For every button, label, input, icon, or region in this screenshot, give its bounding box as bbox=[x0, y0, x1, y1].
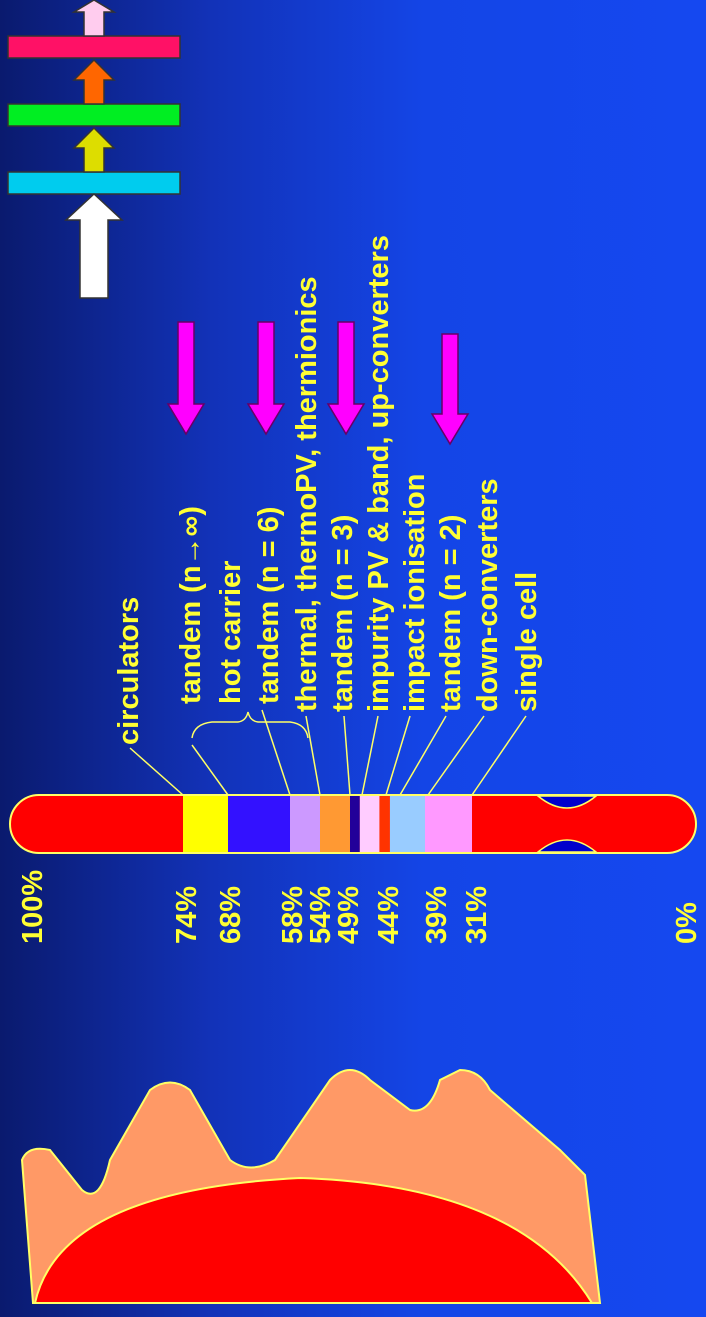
concept-thermal: thermal, thermoPV, thermionics bbox=[291, 276, 323, 712]
efficiency-bar-segments bbox=[183, 796, 472, 852]
tandem-layer-2 bbox=[8, 104, 180, 126]
leader-thermal bbox=[306, 716, 320, 795]
concept-tandem-infinity: tandem (n→∞) bbox=[175, 506, 207, 704]
concept-impurity-pv: impurity PV & band, up-converters bbox=[363, 235, 395, 712]
light-arrow-white bbox=[66, 194, 122, 298]
concept-tandem-6: tandem (n = 6) bbox=[253, 507, 285, 704]
bar-segment-4 bbox=[350, 796, 360, 852]
leader-tandem-infinity bbox=[192, 745, 228, 795]
light-arrow-yellow bbox=[74, 128, 114, 172]
percent-labels: 100% 74% 68% 58% 54% 49% 44% 39% 31% 0% bbox=[17, 870, 703, 944]
leader-tandem-3 bbox=[344, 716, 350, 795]
percent-label-31: 31% bbox=[461, 886, 493, 944]
bar-segment-8 bbox=[425, 796, 472, 852]
leader-circulators bbox=[130, 748, 183, 795]
hot-carrier-brace bbox=[192, 712, 308, 738]
concept-down-converters: down-converters bbox=[472, 478, 504, 712]
percent-label-44: 44% bbox=[373, 886, 405, 944]
percent-label-100: 100% bbox=[17, 870, 49, 944]
concept-circulators: circulators bbox=[113, 597, 145, 745]
percent-label-0: 0% bbox=[671, 902, 703, 944]
concept-impact-ionisation: impact ionisation bbox=[399, 474, 431, 712]
leader-single-cell bbox=[472, 716, 526, 795]
light-arrow-pink bbox=[74, 0, 114, 36]
bar-segment-2 bbox=[290, 796, 320, 852]
concept-labels: circulators tandem (n→∞) hot carrier tan… bbox=[113, 235, 543, 745]
concept-hot-carrier: hot carrier bbox=[215, 561, 247, 704]
bar-segment-0 bbox=[183, 796, 228, 852]
leader-down-converters bbox=[428, 716, 484, 795]
concept-single-cell: single cell bbox=[511, 572, 543, 712]
bar-segment-6 bbox=[379, 796, 389, 852]
efficiency-bar bbox=[10, 795, 696, 853]
magenta-arrow-4 bbox=[432, 334, 468, 444]
bar-segment-7 bbox=[390, 796, 425, 852]
leader-impurity-pv bbox=[362, 716, 378, 795]
solar-spectrum-illustration bbox=[22, 1070, 600, 1303]
percent-label-68: 68% bbox=[215, 886, 247, 944]
magenta-arrow-2 bbox=[248, 322, 284, 434]
tandem-layer-1 bbox=[8, 172, 180, 194]
tandem-layer-3 bbox=[8, 36, 180, 58]
leader-lines bbox=[130, 710, 526, 795]
percent-label-39: 39% bbox=[421, 886, 453, 944]
magenta-arrow-3 bbox=[328, 322, 364, 434]
tandem-stack-illustration bbox=[8, 0, 180, 298]
bar-segment-1 bbox=[228, 796, 290, 852]
bar-segment-3 bbox=[320, 796, 350, 852]
percent-label-49: 49% bbox=[333, 886, 365, 944]
concept-tandem-2: tandem (n = 2) bbox=[435, 515, 467, 712]
magenta-arrow-1 bbox=[168, 322, 204, 434]
percent-label-74: 74% bbox=[171, 886, 203, 944]
light-arrow-orange bbox=[74, 60, 114, 104]
bar-segment-5 bbox=[360, 796, 380, 852]
concept-tandem-3: tandem (n = 3) bbox=[327, 515, 359, 712]
